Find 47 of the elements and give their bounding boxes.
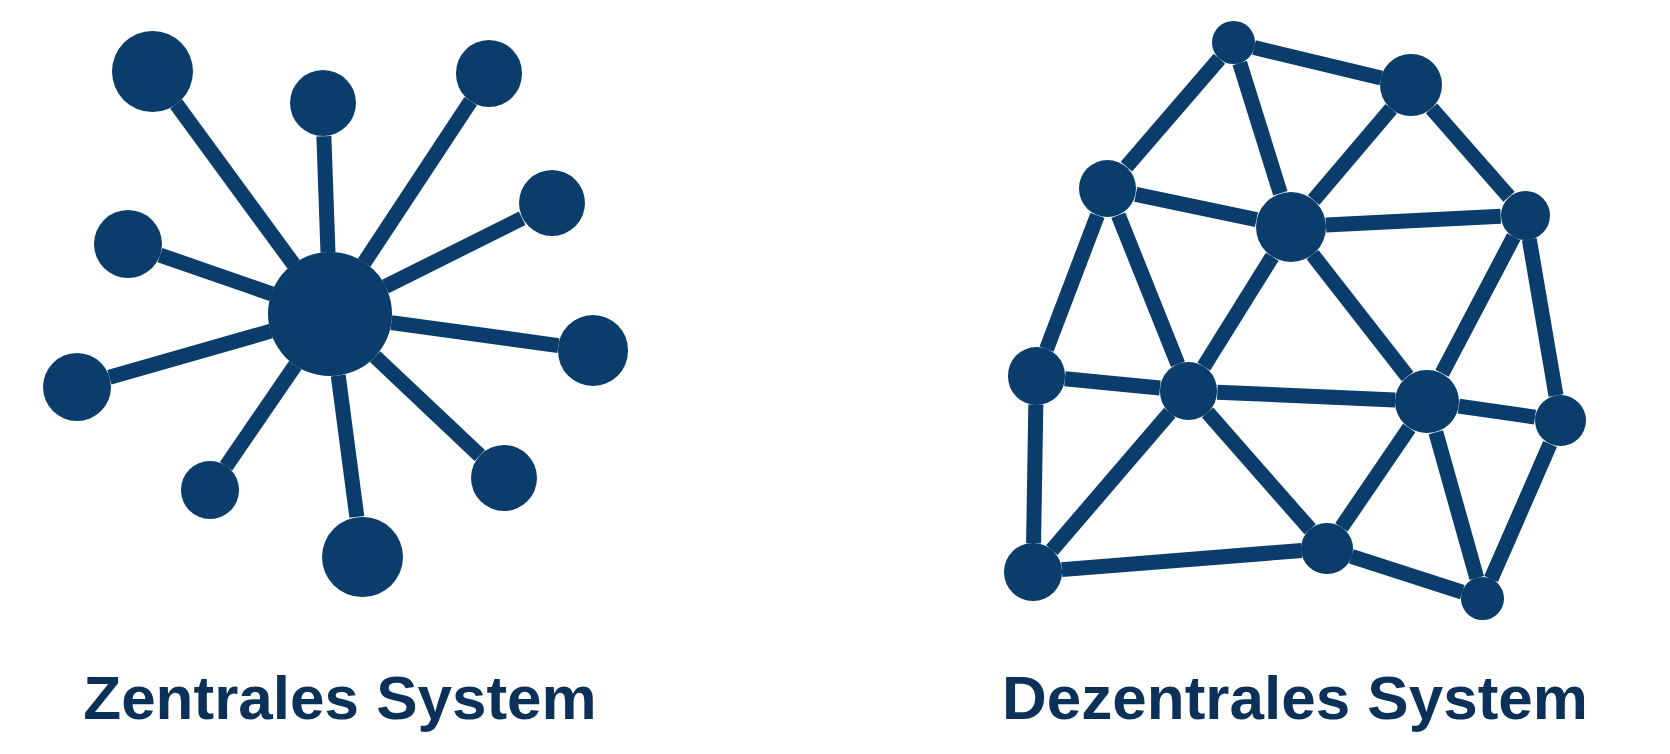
connector-line [316, 136, 336, 253]
connector-line [170, 99, 300, 269]
network-node-circle [181, 461, 239, 519]
connector-line [1484, 441, 1557, 583]
connector-line [1232, 60, 1288, 196]
diagram-caption: Zentrales System [82, 662, 598, 733]
connector-line [330, 374, 365, 518]
connector-line [1026, 404, 1044, 544]
network-node-circle [1301, 522, 1353, 575]
connector-line [390, 315, 560, 354]
network-node-circle [1004, 543, 1062, 601]
connector-line [1217, 384, 1396, 408]
connector-line [1349, 549, 1465, 600]
network-node-circle [1078, 159, 1137, 218]
connector-line [1428, 430, 1484, 581]
connector-line [1457, 398, 1537, 425]
connector-line [1307, 103, 1397, 205]
connector-line [1046, 407, 1176, 555]
connector-line [1111, 212, 1185, 367]
connector-line [1335, 423, 1416, 532]
network-node-circle [1534, 395, 1586, 447]
network-node-circle [1380, 54, 1443, 117]
connector-line [1120, 53, 1226, 172]
network-node-circle [1500, 190, 1550, 240]
connector-line [1435, 233, 1521, 377]
connector-line [357, 96, 477, 267]
connector-line [1061, 543, 1303, 578]
connector-line [1252, 40, 1383, 86]
network-node-circle [1255, 191, 1326, 262]
connector-line [1425, 103, 1515, 202]
connector-line [1325, 208, 1502, 233]
connector-line [1521, 238, 1564, 397]
network-node-circle [1212, 21, 1255, 64]
connector-line [1306, 249, 1414, 381]
connector-line [1201, 407, 1316, 535]
connector-line [157, 248, 275, 301]
connector-line [1039, 212, 1105, 352]
connector-line [1197, 252, 1279, 371]
connector-line [369, 351, 485, 461]
diagram-caption: Dezentrales System [1001, 662, 1589, 733]
connector-line [219, 360, 302, 471]
connector-line [1134, 187, 1258, 227]
network-node-circle [1395, 369, 1460, 434]
connector-line [382, 211, 526, 294]
network-node-circle [1461, 577, 1504, 620]
connector-line [107, 323, 273, 385]
connector-line [1064, 371, 1161, 396]
